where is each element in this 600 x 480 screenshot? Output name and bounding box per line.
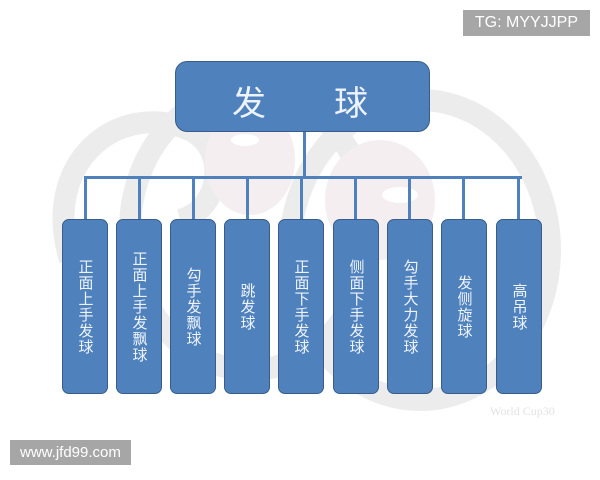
child-label: 勾手大力发球 [401,258,420,355]
site-url-watermark: www.jfd99.com [10,440,131,465]
child-node-8: 发侧旋球 [441,219,487,394]
connector-drop [138,176,141,219]
child-label: 正面上手发球 [76,258,95,355]
child-label: 侧面下手发球 [347,258,366,355]
connector-drop [408,176,411,219]
connector-drop [84,176,87,219]
child-label: 正面上手发飘球 [130,250,149,363]
child-label: 跳发球 [238,282,257,331]
root-node-serve: 发 球 [175,61,430,132]
child-label: 正面下手发球 [292,258,311,355]
child-label: 发侧旋球 [455,274,474,339]
connector-horizontal [86,176,522,179]
child-node-3: 勾手发飘球 [170,219,216,394]
child-label: 勾手发飘球 [184,266,203,347]
connector-drop [192,176,195,219]
root-label-right: 球 [334,84,368,124]
child-node-4: 跳发球 [224,219,270,394]
child-node-6: 侧面下手发球 [333,219,379,394]
child-node-9: 高吊球 [496,219,542,394]
connector-drop [354,176,357,219]
connector-drop [462,176,465,219]
child-node-2: 正面上手发飘球 [116,219,162,394]
child-node-1: 正面上手发球 [62,219,108,394]
connector-drop [517,176,520,219]
connector-drop [300,176,303,219]
connector-drop [246,176,249,219]
worldcup-watermark: World Cup30 [490,404,555,418]
root-label-left: 发 [232,84,266,124]
telegram-watermark: TG: MYYJJPP [462,10,590,36]
child-node-7: 勾手大力发球 [387,219,433,394]
child-label: 高吊球 [510,282,529,331]
child-node-5: 正面下手发球 [278,219,324,394]
connector-root-vertical [303,132,306,178]
